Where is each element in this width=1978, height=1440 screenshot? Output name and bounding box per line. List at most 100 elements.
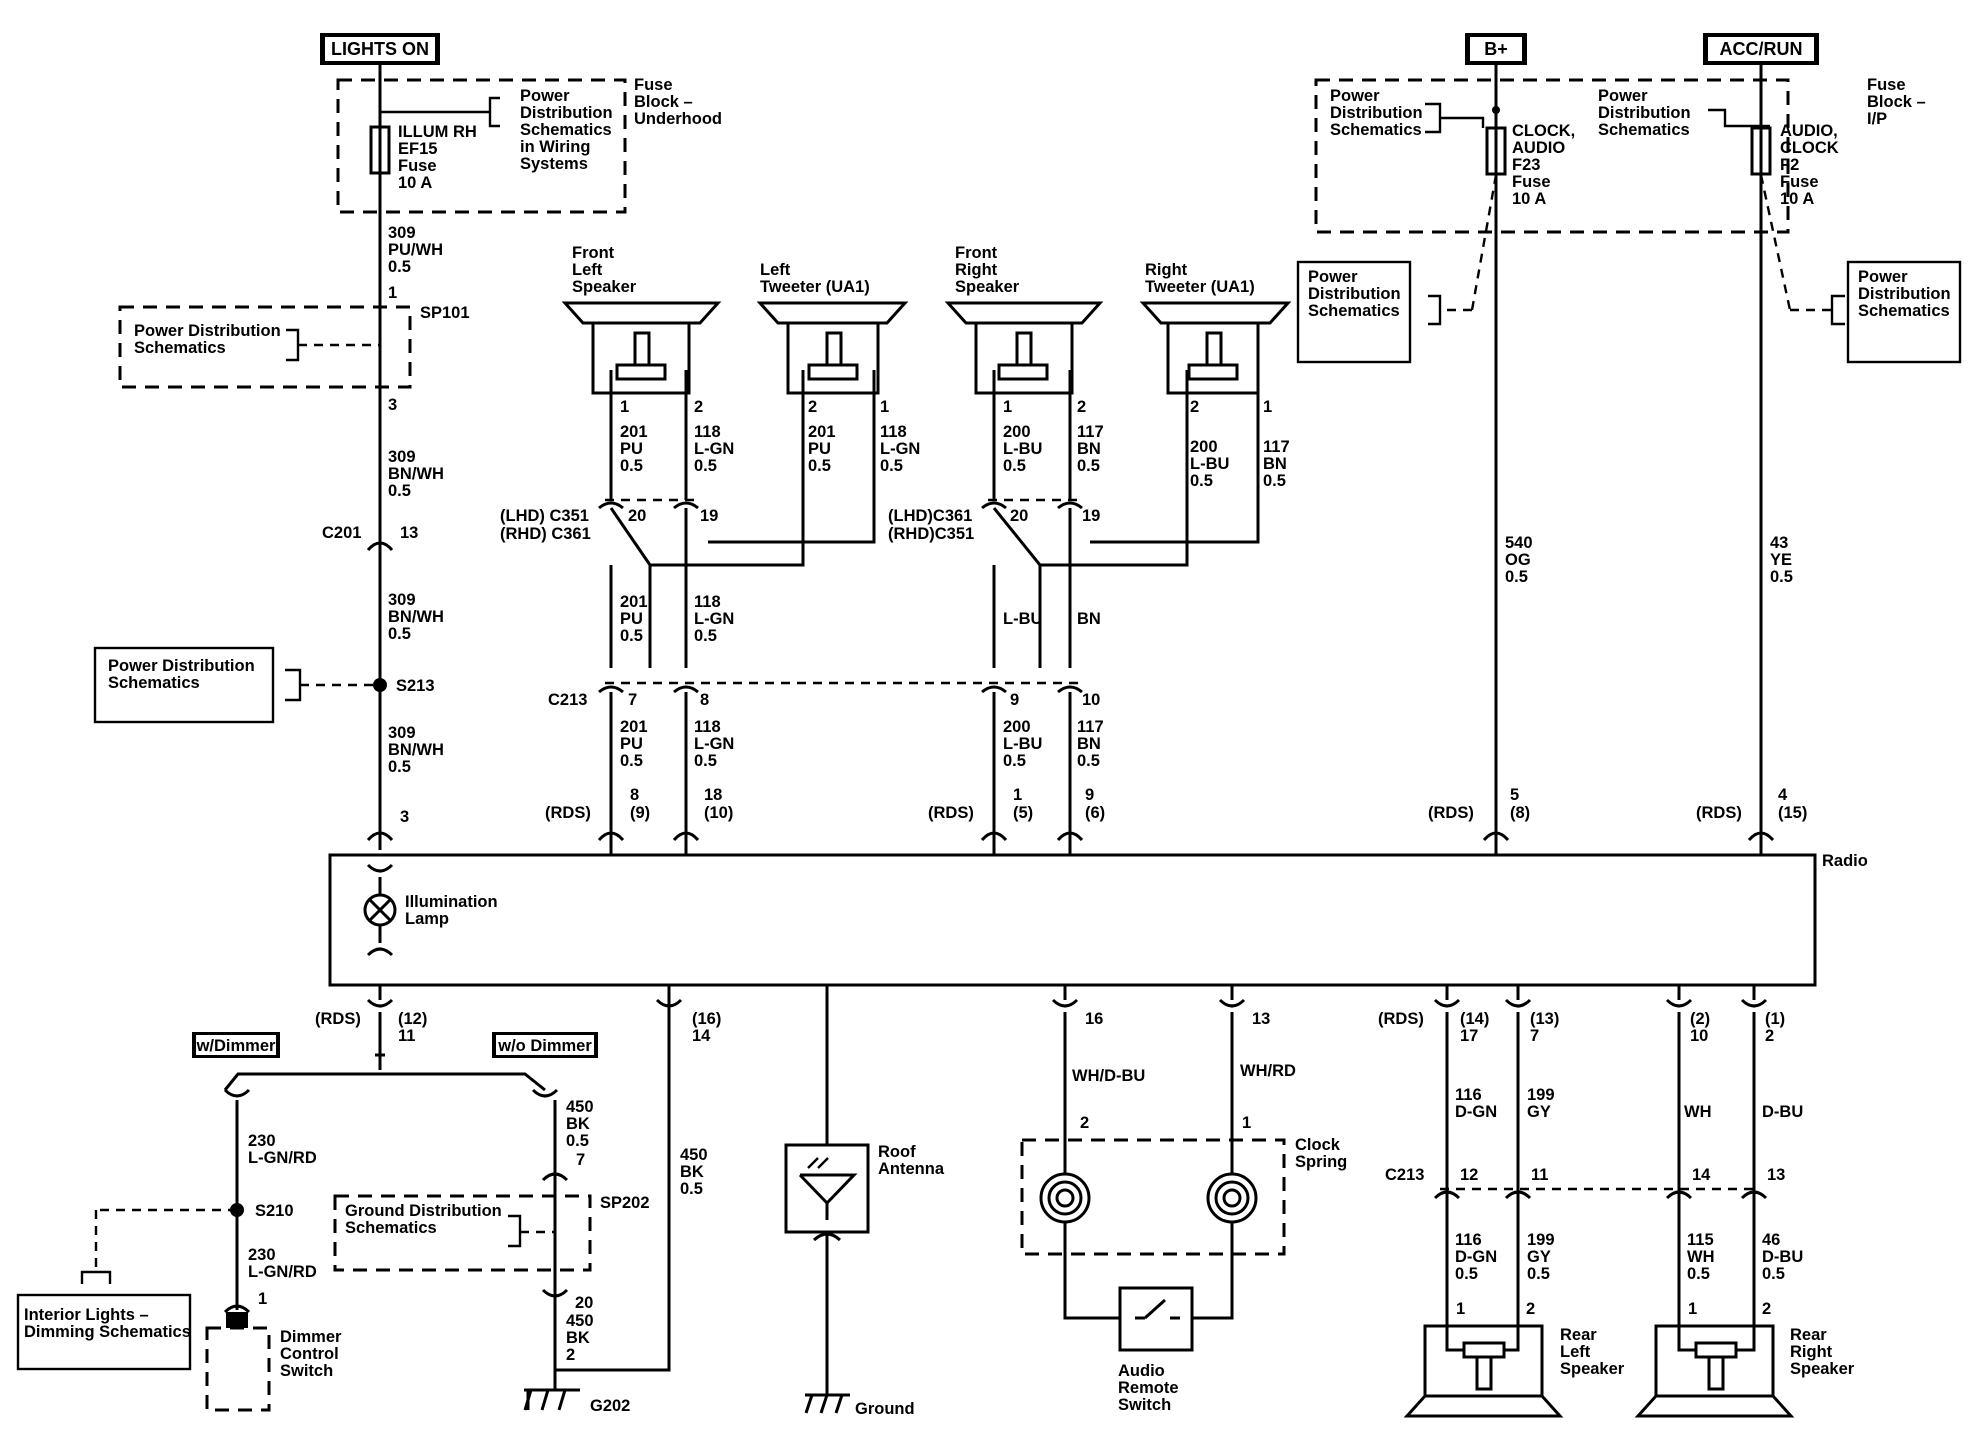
acc-run-label: ACC/RUN — [1720, 39, 1803, 59]
fuse-block-ip-outline — [1314, 78, 1790, 234]
svg-text:0.5: 0.5 — [1263, 472, 1286, 490]
svg-text:BN: BN — [1077, 440, 1101, 458]
power-distribution-ip-right-ref: Power Distribution Schematics — [1598, 87, 1770, 139]
power-distribution-f2-ref: Power Distribution Schematics — [1759, 174, 1962, 364]
svg-text:200: 200 — [1003, 423, 1031, 441]
radio-module — [328, 853, 1817, 987]
svg-text:Switch: Switch — [280, 1362, 333, 1380]
svg-text:(2): (2) — [1690, 1010, 1710, 1028]
svg-text:(16): (16) — [692, 1010, 721, 1028]
svg-text:Schematics: Schematics — [1308, 302, 1400, 320]
svg-text:L-GN: L-GN — [694, 610, 734, 628]
svg-text:1: 1 — [620, 398, 629, 416]
left-tweeter: Left Tweeter (UA1) — [756, 261, 909, 395]
svg-text:(10): (10) — [704, 804, 733, 822]
svg-text:10 A: 10 A — [1512, 190, 1546, 208]
svg-text:L-BU: L-BU — [1003, 610, 1042, 628]
svg-text:Right: Right — [1145, 261, 1188, 279]
c351-c361-connectors: (LHD) C351 (RHD) C361 20 19 (LHD)C361 (R… — [500, 498, 1100, 543]
svg-text:7: 7 — [1530, 1027, 1539, 1045]
svg-text:14: 14 — [692, 1027, 711, 1045]
svg-text:BK: BK — [566, 1115, 590, 1133]
svg-text:(RDS): (RDS) — [1378, 1010, 1424, 1028]
sp101-pin-3: 3 — [388, 396, 397, 414]
ef15-line2: EF15 — [398, 140, 437, 158]
svg-text:10: 10 — [1690, 1027, 1708, 1045]
svg-text:Schematics: Schematics — [108, 674, 200, 692]
radio-pin-5: (RDS) 5 (8) — [1428, 786, 1530, 855]
svg-text:0.5: 0.5 — [1077, 457, 1100, 475]
svg-text:0.5: 0.5 — [880, 457, 903, 475]
svg-text:L-GN: L-GN — [694, 735, 734, 753]
svg-text:1: 1 — [1003, 398, 1012, 416]
clock-spring-coil-left — [1039, 1172, 1091, 1224]
pd-wiring-3: Schematics — [520, 121, 612, 139]
svg-text:7: 7 — [576, 1151, 585, 1169]
svg-text:2: 2 — [808, 398, 817, 416]
svg-text:(13): (13) — [1530, 1010, 1559, 1028]
svg-text:11: 11 — [1531, 1166, 1548, 1184]
svg-text:PU/WH: PU/WH — [388, 241, 443, 259]
svg-text:SP202: SP202 — [600, 1194, 650, 1212]
acc-run-badge: ACC/RUN — [1703, 33, 1819, 65]
svg-text:D-BU: D-BU — [1762, 1248, 1803, 1266]
svg-text:Tweeter (UA1): Tweeter (UA1) — [1145, 278, 1255, 296]
svg-text:0.5: 0.5 — [1003, 752, 1026, 770]
svg-text:1: 1 — [880, 398, 889, 416]
svg-text:0.5: 0.5 — [1190, 472, 1213, 490]
svg-text:309: 309 — [388, 448, 416, 466]
svg-text:1: 1 — [1456, 1300, 1465, 1318]
svg-text:PU: PU — [808, 440, 831, 458]
svg-text:118: 118 — [694, 593, 721, 611]
wo-dimmer-badge: w/o Dimmer — [492, 1032, 598, 1058]
fuse-block-underhood-outline — [336, 78, 627, 214]
front-speaker-leads — [609, 370, 1260, 567]
fuse-ef15: ILLUM RH EF15 Fuse 10 A — [369, 65, 477, 192]
svg-text:(8): (8) — [1510, 804, 1530, 822]
svg-text:Fuse: Fuse — [1867, 76, 1906, 94]
svg-text:Ground Distribution: Ground Distribution — [345, 1202, 502, 1220]
svg-text:WH/D-BU: WH/D-BU — [1072, 1067, 1145, 1085]
svg-text:WH: WH — [1687, 1248, 1715, 1266]
svg-text:2: 2 — [1077, 398, 1086, 416]
antenna-ground: Ground — [804, 1393, 915, 1418]
s213-splice-dot — [373, 678, 387, 692]
svg-text:0.5: 0.5 — [388, 482, 411, 500]
wire-309-label-a: 309 PU/WH 0.5 — [388, 224, 443, 276]
svg-text:7: 7 — [628, 691, 637, 709]
front-left-speaker: Front Left Speaker — [561, 244, 722, 395]
svg-text:117: 117 — [1077, 423, 1104, 441]
svg-text:19: 19 — [1082, 507, 1100, 525]
svg-text:18: 18 — [704, 786, 722, 804]
svg-text:309: 309 — [388, 591, 416, 609]
svg-text:Speaker: Speaker — [955, 278, 1020, 296]
svg-text:2: 2 — [1765, 1027, 1774, 1045]
svg-text:0.5: 0.5 — [1455, 1265, 1478, 1283]
svg-text:450: 450 — [680, 1146, 708, 1164]
svg-text:8: 8 — [630, 786, 639, 804]
svg-text:Clock: Clock — [1295, 1136, 1341, 1154]
svg-text:Left: Left — [572, 261, 603, 279]
svg-text:9: 9 — [1085, 786, 1094, 804]
svg-text:Right: Right — [1790, 1343, 1833, 1361]
svg-text:0.5: 0.5 — [566, 1132, 589, 1150]
svg-text:10 A: 10 A — [1780, 190, 1814, 208]
svg-text:(5): (5) — [1013, 804, 1033, 822]
svg-text:Distribution: Distribution — [1330, 104, 1423, 122]
svg-text:Roof: Roof — [878, 1143, 916, 1161]
radio-top-pins-front: (RDS) 8 (9) 18 (10) (RDS) 1 (5) 9 (6) — [545, 786, 1105, 855]
svg-text:L-BU: L-BU — [1003, 735, 1042, 753]
svg-text:Distribution: Distribution — [1598, 104, 1691, 122]
sp101-pin-1: 1 — [388, 284, 397, 302]
svg-text:43: 43 — [1770, 534, 1788, 552]
svg-text:C213: C213 — [1385, 1166, 1424, 1184]
svg-text:(RDS): (RDS) — [928, 804, 974, 822]
roof-antenna: Roof Antenna — [784, 985, 945, 1395]
pd-wiring-2: Distribution — [520, 104, 613, 122]
svg-text:118: 118 — [694, 423, 721, 441]
rear-right-speaker: Rear Right Speaker — [1634, 1324, 1855, 1418]
svg-text:L-GN/RD: L-GN/RD — [248, 1263, 317, 1281]
svg-text:WH: WH — [1684, 1103, 1712, 1121]
svg-text:1: 1 — [1263, 398, 1272, 416]
